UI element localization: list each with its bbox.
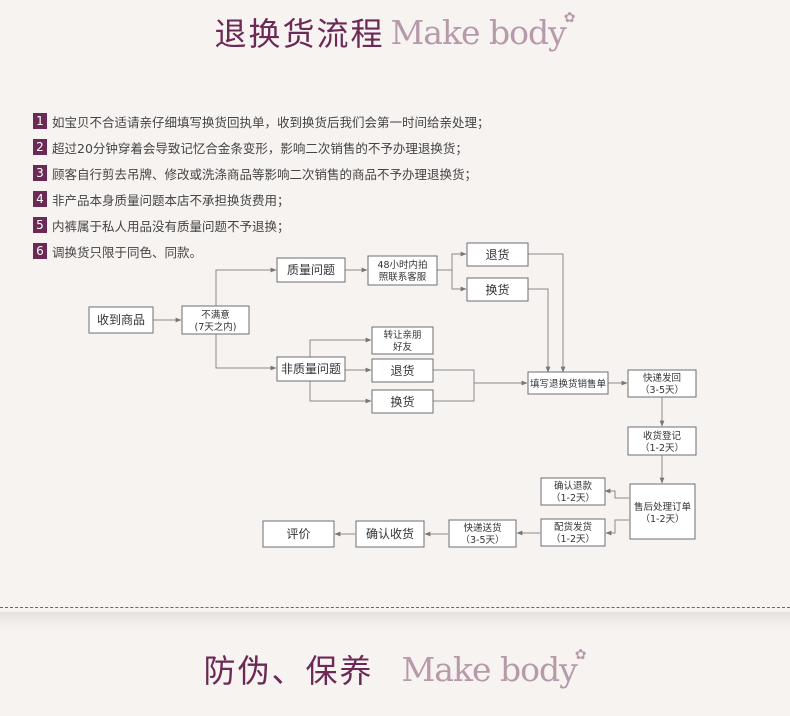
- node-label: 确认退款: [554, 480, 593, 492]
- section-divider: [0, 607, 790, 608]
- node-express-back: 快递发回 （3-5天）: [627, 369, 697, 398]
- node-label: 收货登记: [643, 430, 682, 442]
- node-label: 不满意: [201, 309, 230, 321]
- node-fill-form: 填写退换货销售单: [527, 371, 609, 395]
- section-title: 防伪、保养: [203, 652, 374, 690]
- rules-list: 1 如宝贝不合适请亲仔细填写换货回执单，收到换货后我们会第一时间给亲处理； 2 超过…: [33, 108, 490, 264]
- section-header-anti-counterfeit: 防伪、保养 Make body ✿: [0, 646, 790, 692]
- node-label: （3-5天）: [460, 534, 504, 546]
- node-receive: 收到商品: [88, 306, 154, 334]
- node-quality-issue: 质量问题: [276, 257, 346, 283]
- rule-text: 顾客自行剪去吊牌、修改或洗涤商品等影响二次销售的商品不予办理退换货；: [52, 166, 478, 182]
- node-confirm-refund: 确认退款 （1-2天）: [540, 477, 606, 506]
- node-label: （3-5天）: [640, 384, 684, 396]
- page-header: 退换货流程 Make body ✿: [0, 10, 790, 54]
- node-label: 质量问题: [287, 263, 335, 277]
- rule-text: 如宝贝不合适请亲仔细填写换货回执单，收到换货后我们会第一时间给亲处理；: [52, 114, 490, 130]
- node-label: （1-2天）: [640, 442, 684, 454]
- arrow: [604, 488, 629, 499]
- arrow: [528, 288, 551, 373]
- node-label: 填写退换货销售单: [530, 378, 607, 390]
- arrow: [605, 519, 629, 536]
- rule-text: 内裤属于私人用品没有质量问题不予退换；: [52, 218, 290, 234]
- arrow: [309, 380, 372, 404]
- rule-item: 5 内裤属于私人用品没有质量问题不予退换；: [33, 212, 490, 238]
- rose-icon: ✿: [574, 647, 587, 663]
- node-return-quality: 退货: [466, 242, 529, 267]
- rule-item: 4 非产品本身质量问题本店不承担换货费用；: [33, 186, 490, 212]
- rose-icon: ✿: [563, 10, 576, 26]
- node-label: 转让亲朋: [383, 329, 421, 341]
- node-non-quality-issue: 非质量问题: [276, 356, 346, 382]
- node-exchange-nonquality: 换货: [371, 389, 434, 414]
- node-confirm-receipt: 确认收货: [355, 520, 425, 548]
- node-label: 换货: [485, 282, 509, 297]
- node-label: 退货: [485, 247, 509, 262]
- rule-number: 5: [33, 217, 47, 233]
- node-review: 评价: [262, 520, 335, 548]
- brand-logo: Make body: [390, 12, 567, 52]
- rule-text: 超过20分钟穿着会导致记忆合金条变形，影响二次销售的不予办理退换货；: [52, 140, 468, 156]
- rule-item: 2 超过20分钟穿着会导致记忆合金条变形，影响二次销售的不予办理退换货；: [33, 134, 490, 160]
- node-unsatisfied: 不满意 (7天之内): [181, 305, 250, 335]
- brand-logo: Make body: [401, 649, 578, 689]
- arrow: [433, 383, 475, 402]
- node-check-in: 收货登记 （1-2天）: [627, 426, 697, 456]
- node-label: （1-2天）: [551, 492, 595, 504]
- arrow: [528, 253, 566, 373]
- node-label: 非质量问题: [281, 362, 341, 376]
- node-transfer-friends: 转让亲朋 好友: [371, 326, 434, 355]
- node-label: (7天之内): [195, 321, 237, 333]
- node-label: 评价: [286, 527, 310, 541]
- node-after-sales: 售后处理订单 （1-2天）: [629, 483, 696, 540]
- node-express-send: 快递送货 （3-5天）: [448, 519, 517, 548]
- rule-item: 6 调换货只限于同色、同款。: [33, 238, 490, 264]
- rule-item: 3 顾客自行剪去吊牌、修改或洗涤商品等影响二次销售的商品不予办理退换货；: [33, 160, 490, 186]
- rule-number: 2: [33, 139, 47, 155]
- node-label: 换货: [390, 394, 414, 409]
- rule-text: 非产品本身质量问题本店不承担换货费用；: [52, 192, 290, 208]
- rule-number: 6: [33, 243, 47, 259]
- node-label: 确认收货: [366, 526, 414, 541]
- node-label: 快递送货: [463, 522, 501, 534]
- node-label: （1-2天）: [551, 533, 595, 545]
- node-exchange-quality: 换货: [466, 277, 529, 302]
- return-flowchart: 收到商品 不满意 (7天之内) 质量问题 48小时内拍 照联系客服 退货 换货 …: [88, 242, 697, 548]
- rule-number: 3: [33, 165, 47, 181]
- node-label: 售后处理订单: [634, 501, 692, 513]
- rule-item: 1 如宝贝不合适请亲仔细填写换货回执单，收到换货后我们会第一时间给亲处理；: [33, 108, 490, 134]
- node-label: 48小时内拍: [377, 259, 427, 271]
- arrow: [451, 270, 467, 292]
- arrow: [437, 251, 467, 271]
- node-label: 退货: [390, 363, 414, 378]
- rule-number: 4: [33, 191, 47, 207]
- rule-number: 1: [33, 113, 47, 129]
- arrow: [309, 337, 372, 358]
- node-label: 收到商品: [97, 312, 145, 327]
- page-title: 退换货流程: [214, 15, 385, 53]
- node-ship: 配货发货 （1-2天）: [540, 518, 606, 547]
- rule-text: 调换货只限于同色、同款。: [52, 244, 203, 260]
- node-label: 快递发回: [643, 372, 681, 384]
- node-label: 配货发货: [554, 521, 592, 533]
- arrow: [433, 369, 528, 386]
- arrow: [215, 320, 277, 371]
- node-label: （1-2天）: [640, 513, 684, 525]
- divider-shadow: [0, 612, 790, 630]
- node-return-nonquality: 退货: [371, 358, 434, 383]
- node-contact-service: 48小时内拍 照联系客服: [367, 255, 438, 286]
- node-label: 照联系客服: [379, 271, 427, 283]
- node-label: 好友: [393, 341, 413, 353]
